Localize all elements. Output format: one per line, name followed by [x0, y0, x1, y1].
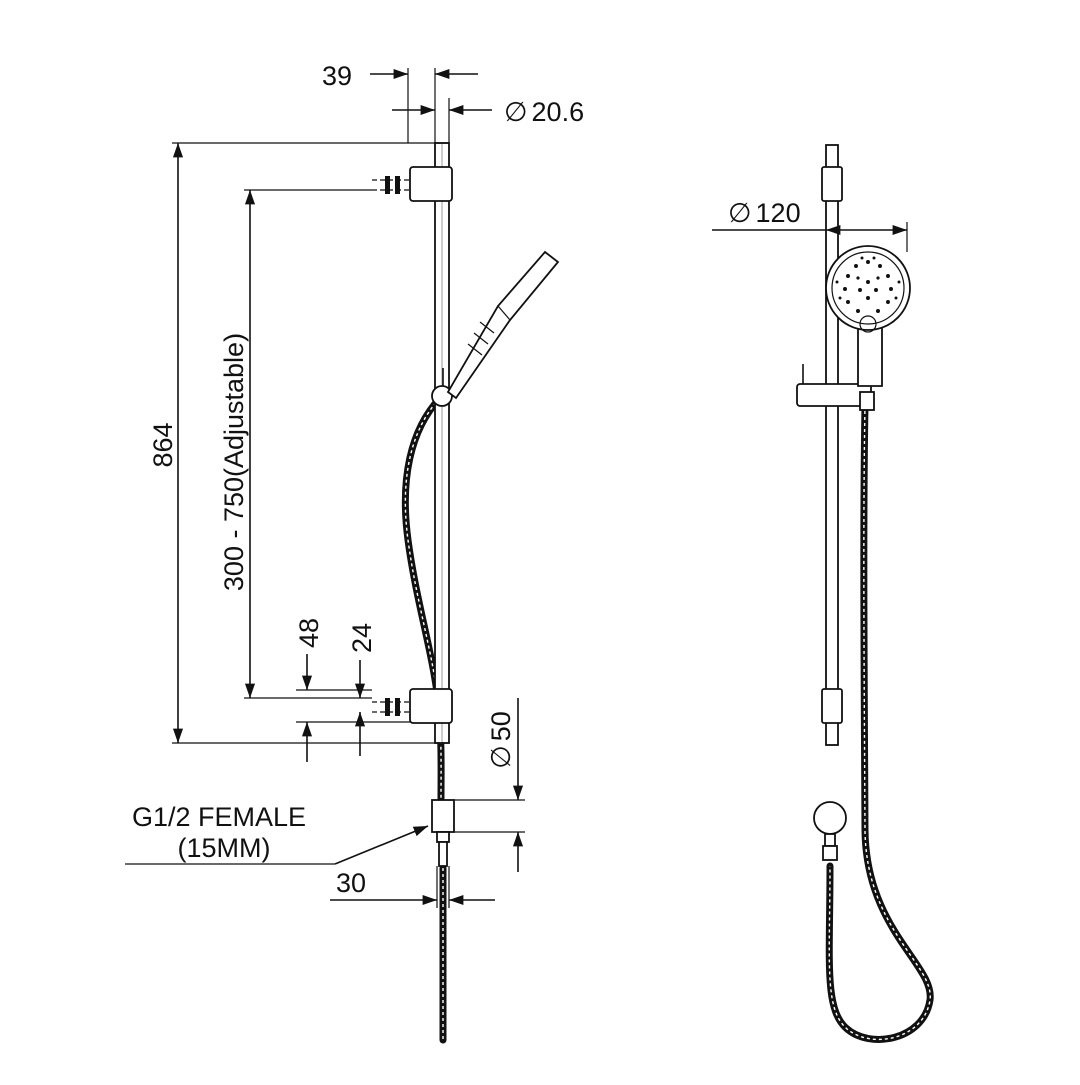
front-top-bracket — [821, 166, 843, 202]
svg-text:∅120: ∅120 — [728, 198, 801, 228]
dim-864: 864 — [148, 142, 449, 744]
svg-text:24: 24 — [347, 623, 377, 653]
side-top-bracket — [372, 166, 453, 202]
front-hose — [825, 401, 934, 1043]
spray-nozzles — [835, 256, 901, 313]
front-bottom-bracket — [821, 688, 843, 724]
front-slider — [796, 364, 875, 411]
svg-text:∅50: ∅50 — [486, 711, 516, 769]
diameter-symbol: ∅ — [504, 97, 528, 127]
dim-adjustable: 300 - 750(Adjustable) — [219, 189, 372, 699]
front-handset — [825, 245, 911, 387]
svg-text:300 - 750(Adjustable): 300 - 750(Adjustable) — [219, 333, 249, 591]
svg-text:48: 48 — [294, 618, 324, 648]
side-bottom-bracket — [372, 688, 453, 724]
svg-text:864: 864 — [148, 422, 178, 467]
side-slider — [431, 368, 453, 407]
side-wall-outlet — [431, 799, 455, 867]
dim-diameter-50: ∅50 — [454, 698, 525, 872]
svg-text:30: 30 — [336, 868, 366, 898]
side-view: 39 ∅20.6 864 300 - 750(Adjustable) — [125, 61, 584, 1044]
side-hose — [401, 394, 447, 1044]
dim-24: 24 — [347, 623, 377, 756]
side-handset — [446, 250, 560, 400]
front-rail — [825, 144, 839, 746]
front-view: ∅120 — [712, 144, 934, 1043]
dim-30: 30 — [330, 866, 495, 908]
dim-39: 39 — [322, 61, 478, 143]
svg-text:G1/2 FEMALE: G1/2 FEMALE — [132, 802, 306, 832]
front-wall-outlet — [813, 801, 847, 861]
svg-text:(15MM): (15MM) — [178, 833, 271, 863]
dim-diameter-120: ∅120 — [712, 198, 908, 252]
svg-text:∅20.6: ∅20.6 — [504, 97, 584, 127]
dim-diameter-20-6: ∅20.6 — [392, 97, 584, 143]
callout-g12-female: G1/2 FEMALE (15MM) — [125, 802, 429, 865]
dim-48: 48 — [294, 618, 410, 762]
svg-text:39: 39 — [322, 61, 352, 91]
